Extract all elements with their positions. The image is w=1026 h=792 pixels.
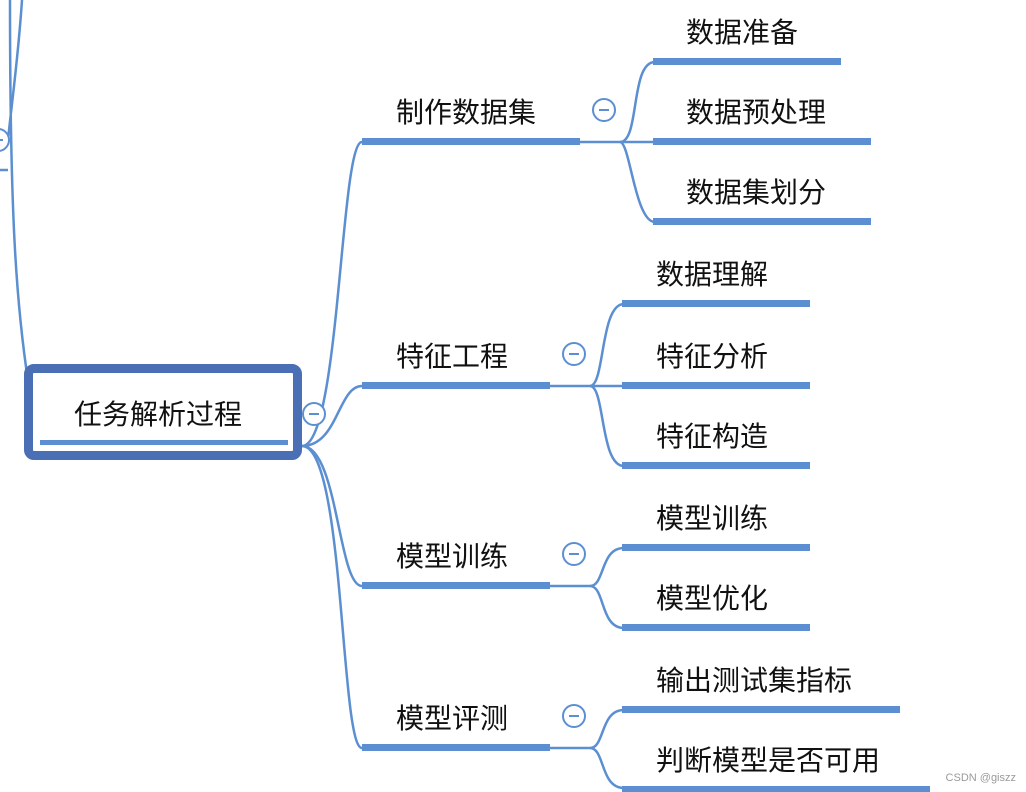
leaf-node-label[interactable]: 数据集划分 xyxy=(686,176,827,209)
edge-offscreen-upper xyxy=(6,0,24,141)
leaf-node-label[interactable]: 判断模型是否可用 xyxy=(656,744,881,777)
edge-root-branch-1 xyxy=(301,140,363,448)
leaf-underline xyxy=(653,58,841,65)
edge-b1-c1 xyxy=(580,60,656,144)
root-node-label: 任务解析过程 xyxy=(74,398,243,431)
branch-node-label[interactable]: 制作数据集 xyxy=(396,96,537,129)
leaf-underline xyxy=(653,218,871,225)
edge-root-branch-3 xyxy=(301,444,363,588)
branch-node-label[interactable]: 特征工程 xyxy=(396,340,509,373)
leaf-node-label[interactable]: 特征构造 xyxy=(656,420,769,453)
watermark: CSDN @giszz xyxy=(945,772,1016,784)
edge-root-branch-4 xyxy=(301,444,363,750)
leaf-underline xyxy=(622,786,930,792)
branch-node-label[interactable]: 模型评测 xyxy=(396,702,509,735)
edge-b1-c3 xyxy=(619,140,656,224)
root-collapse-icon[interactable] xyxy=(302,402,326,426)
edge-root-branch-2 xyxy=(301,384,363,448)
edge-b4-c2 xyxy=(589,746,625,790)
leaf-node-label[interactable]: 数据准备 xyxy=(686,16,799,49)
leaf-underline xyxy=(653,138,871,145)
leaf-underline xyxy=(622,706,900,713)
branch-underline xyxy=(362,744,550,751)
leaf-underline xyxy=(622,544,810,551)
branch-node-label[interactable]: 模型训练 xyxy=(396,540,509,573)
branch-collapse-icon[interactable] xyxy=(562,342,586,366)
branch-underline xyxy=(362,138,580,145)
leaf-node-label[interactable]: 数据理解 xyxy=(656,258,769,291)
leaf-underline xyxy=(622,300,810,307)
branch-collapse-icon[interactable] xyxy=(592,98,616,122)
edge-b2-c1 xyxy=(550,302,625,388)
edge-b3-c2 xyxy=(589,584,625,630)
edge-b2-c3 xyxy=(589,384,625,468)
leaf-underline xyxy=(622,382,810,389)
leaf-node-label[interactable]: 模型优化 xyxy=(656,582,769,615)
branch-collapse-icon[interactable] xyxy=(562,704,586,728)
leaf-node-label[interactable]: 特征分析 xyxy=(656,340,769,373)
leaf-underline xyxy=(622,624,810,631)
leaf-underline xyxy=(622,462,810,469)
root-node-underline xyxy=(40,440,288,445)
leaf-node-label[interactable]: 输出测试集指标 xyxy=(656,664,853,697)
branch-underline xyxy=(362,582,550,589)
leaf-node-label[interactable]: 数据预处理 xyxy=(686,96,827,129)
branch-collapse-icon[interactable] xyxy=(562,542,586,566)
leaf-node-label[interactable]: 模型训练 xyxy=(656,502,769,535)
branch-underline xyxy=(362,382,550,389)
